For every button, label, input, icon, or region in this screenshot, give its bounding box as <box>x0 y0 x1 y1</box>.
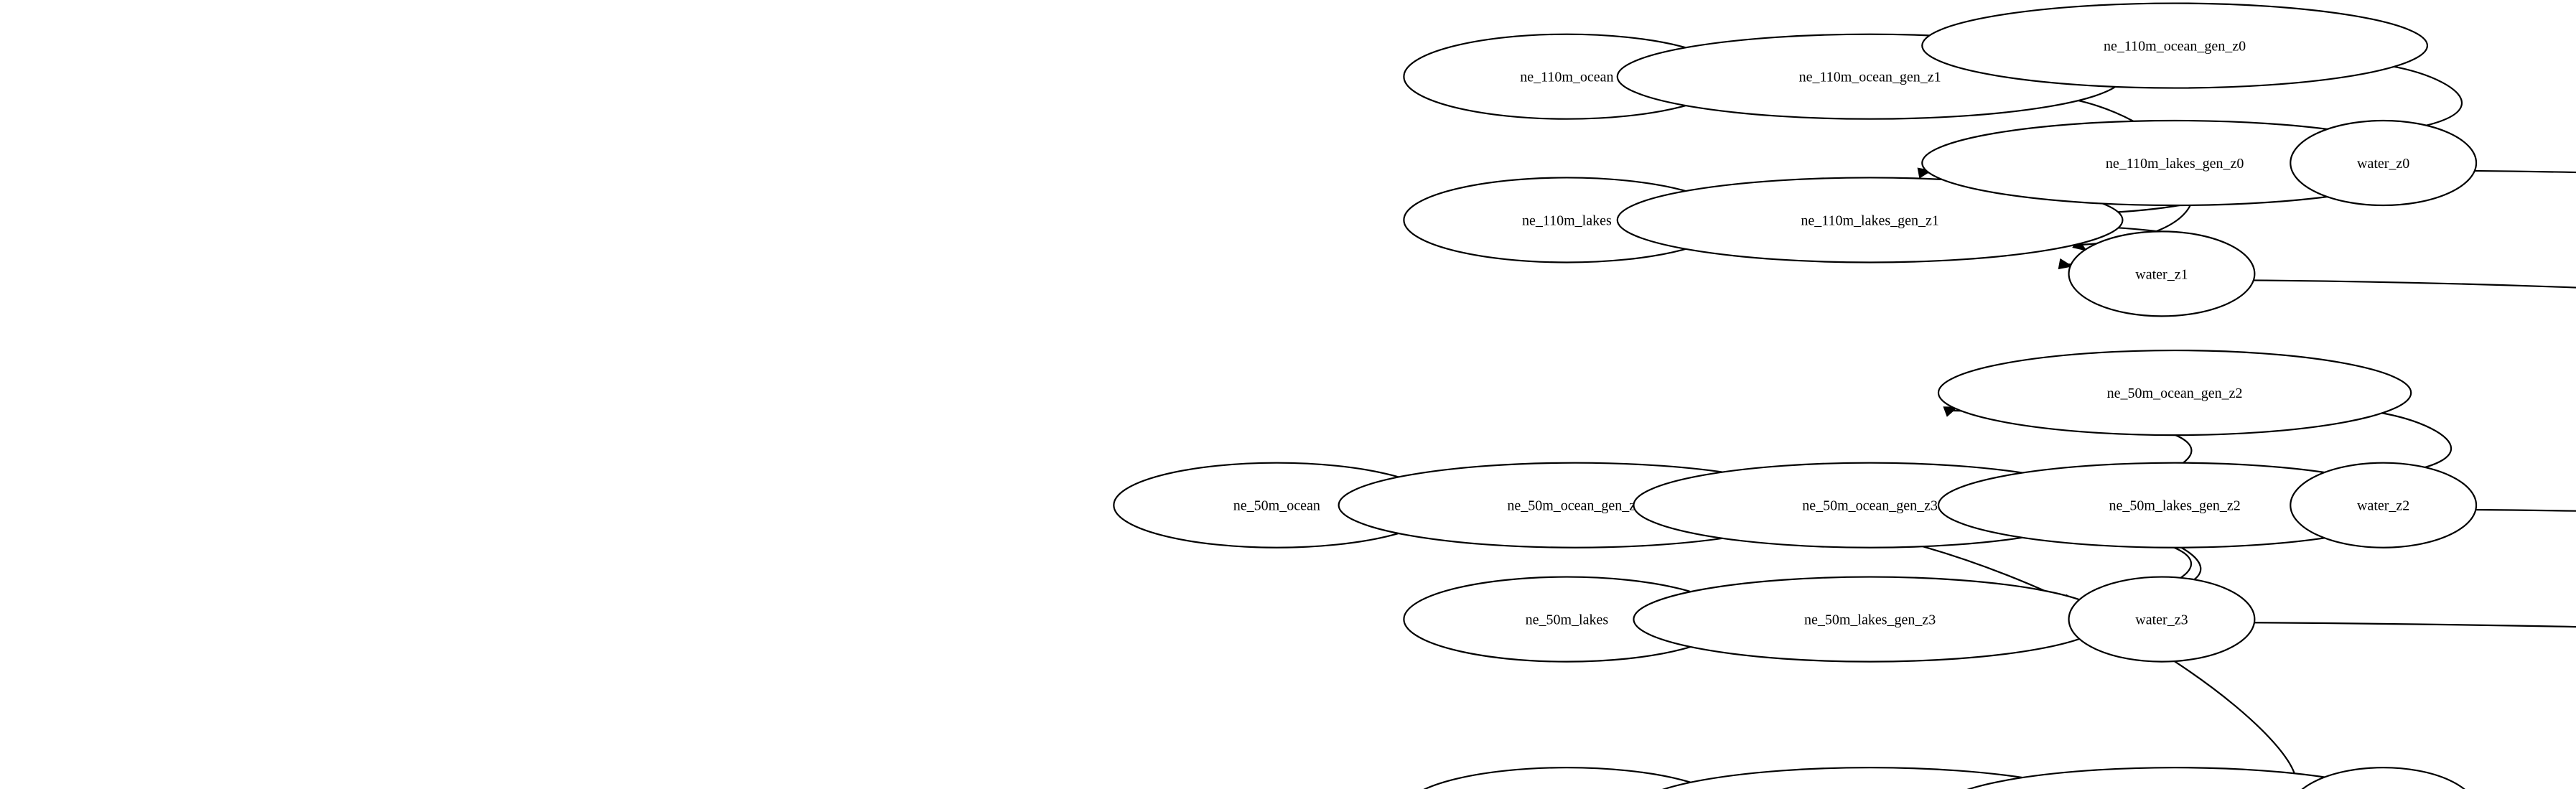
node-label: ne_50m_lakes <box>1526 612 1609 628</box>
graph-node[interactable]: water_z1 <box>2068 230 2256 317</box>
node-label: ne_110m_lakes <box>1522 213 1612 228</box>
node-ellipse[interactable] <box>2290 767 2476 789</box>
graph-node[interactable]: ne_110m_lakes <box>1403 177 1731 263</box>
graph-node[interactable]: ne_10m_lakes_gen_z5 <box>1633 767 2106 789</box>
graph-node[interactable]: water_z4 <box>2290 767 2476 789</box>
node-label: ne_50m_ocean_gen_z3 <box>1802 498 1938 514</box>
graph-node[interactable]: water_z2 <box>2290 462 2478 548</box>
graph-node[interactable]: ne_10m_lakes_gen_z4 <box>1938 767 2411 789</box>
node-ellipse[interactable] <box>1937 349 2412 436</box>
graph-node[interactable]: ne_50m_ocean <box>1113 462 1441 548</box>
node-label: ne_110m_ocean_gen_z0 <box>2104 39 2246 55</box>
node-ellipse[interactable] <box>1938 767 2411 789</box>
graph-node[interactable]: water_z3 <box>2068 576 2256 663</box>
node-label: ne_50m_ocean_gen_z4 <box>1507 498 1643 514</box>
node-label: ne_110m_lakes_gen_z1 <box>1801 213 1939 228</box>
node-label: ne_50m_ocean <box>1233 498 1320 514</box>
node-ellipse[interactable] <box>2290 462 2478 548</box>
graph-edge <box>2473 169 2576 174</box>
node-label: water_z2 <box>2357 498 2409 514</box>
node-label: ne_50m_lakes_gen_z2 <box>2109 498 2240 514</box>
node-ellipse[interactable] <box>1616 177 2124 263</box>
node-label: ne_50m_lakes_gen_z3 <box>1804 612 1936 628</box>
node-ellipse[interactable] <box>2068 576 2256 663</box>
graph-node[interactable]: ne_110m_ocean <box>1403 33 1731 120</box>
graph-node[interactable]: ne_50m_lakes_gen_z3 <box>1633 576 2107 663</box>
node-label: water_z0 <box>2357 156 2409 172</box>
node-label: water_z1 <box>2135 266 2188 282</box>
graph-node[interactable]: ne_50m_lakes <box>1403 576 1731 663</box>
node-label: ne_50m_ocean_gen_z2 <box>2107 386 2243 401</box>
node-ellipse[interactable] <box>1633 767 2106 789</box>
node-label: ne_110m_ocean_gen_z1 <box>1799 70 1941 85</box>
node-label: ne_110m_ocean <box>1520 70 1613 85</box>
graph-node[interactable]: ne_50m_ocean_gen_z2 <box>1937 349 2412 436</box>
graph-node[interactable]: ne_110m_lakes_gen_z0 <box>1921 119 2429 207</box>
node-ellipse[interactable] <box>1404 767 1730 789</box>
graph-node[interactable]: ne_10m_lakes <box>1404 767 1730 789</box>
graph-edge <box>2473 508 2576 512</box>
graph-edge <box>2252 622 2576 628</box>
node-layer: imposm3osm_ocean_polygonosm_water_polygo… <box>1113 2 2478 789</box>
node-ellipse[interactable] <box>2068 230 2256 317</box>
node-label: water_z3 <box>2135 612 2188 628</box>
node-label: ne_110m_lakes_gen_z0 <box>2106 156 2244 172</box>
graph-node[interactable]: ne_110m_ocean_gen_z0 <box>1921 2 2429 89</box>
graph-node[interactable]: water_z0 <box>2290 119 2478 207</box>
node-ellipse[interactable] <box>2290 119 2478 207</box>
graph-node[interactable]: ne_110m_lakes_gen_z1 <box>1616 177 2124 263</box>
node-ellipse[interactable] <box>1921 2 2429 89</box>
